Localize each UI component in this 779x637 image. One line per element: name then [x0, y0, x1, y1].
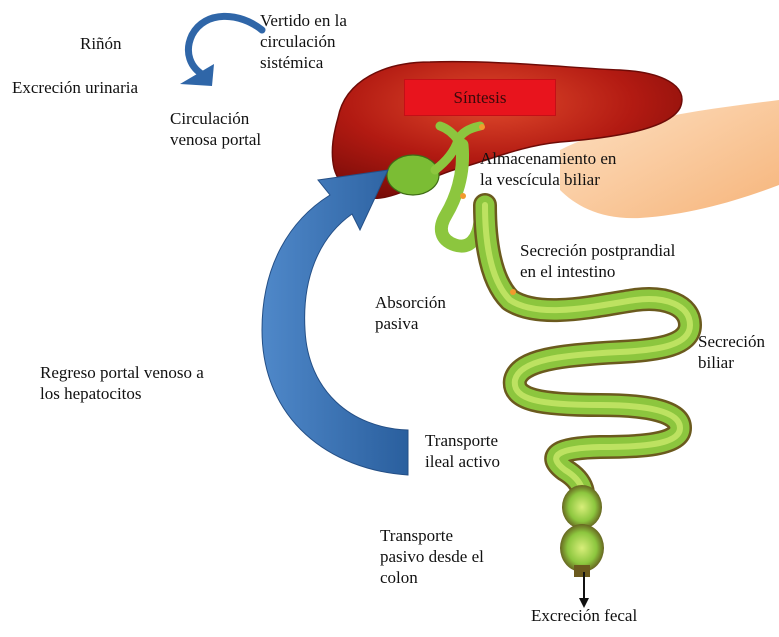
label-biliary-secretion: Secreción biliar [698, 331, 765, 373]
colon-bulb-lower [560, 524, 604, 572]
label-portal-return: Regreso portal venoso a los hepatocitos [40, 362, 204, 404]
colon-tail [574, 565, 590, 577]
label-colon-passive-transport: Transporte pasivo desde el colon [380, 525, 484, 588]
label-kidney: Riñón [80, 33, 122, 54]
curved-arrow-icon [180, 16, 262, 86]
label-ileal-transport: Transporte ileal activo [425, 430, 500, 472]
colon-bulb-upper [562, 485, 602, 529]
label-systemic-circulation: Vertido en la circulación sistémica [260, 10, 347, 73]
marker-synthesis [479, 124, 485, 130]
label-fecal-excretion: Excreción fecal [531, 605, 637, 626]
label-passive-absorption: Absorción pasiva [375, 292, 446, 334]
label-urinary-excretion: Excreción urinaria [12, 77, 138, 98]
marker-duct [460, 193, 466, 199]
marker-postprandial [510, 289, 516, 295]
label-portal-venous-circulation: Circulación venosa portal [170, 108, 261, 150]
label-postprandial-secretion: Secreción postprandial en el intestino [520, 240, 675, 282]
down-arrow-icon [579, 572, 589, 608]
label-gallbladder-storage: Almacenamiento en la vescícula biliar [480, 148, 616, 190]
synthesis-label: Síntesis [454, 88, 507, 108]
synthesis-box: Síntesis [404, 79, 556, 116]
gallbladder-shape [387, 155, 439, 195]
